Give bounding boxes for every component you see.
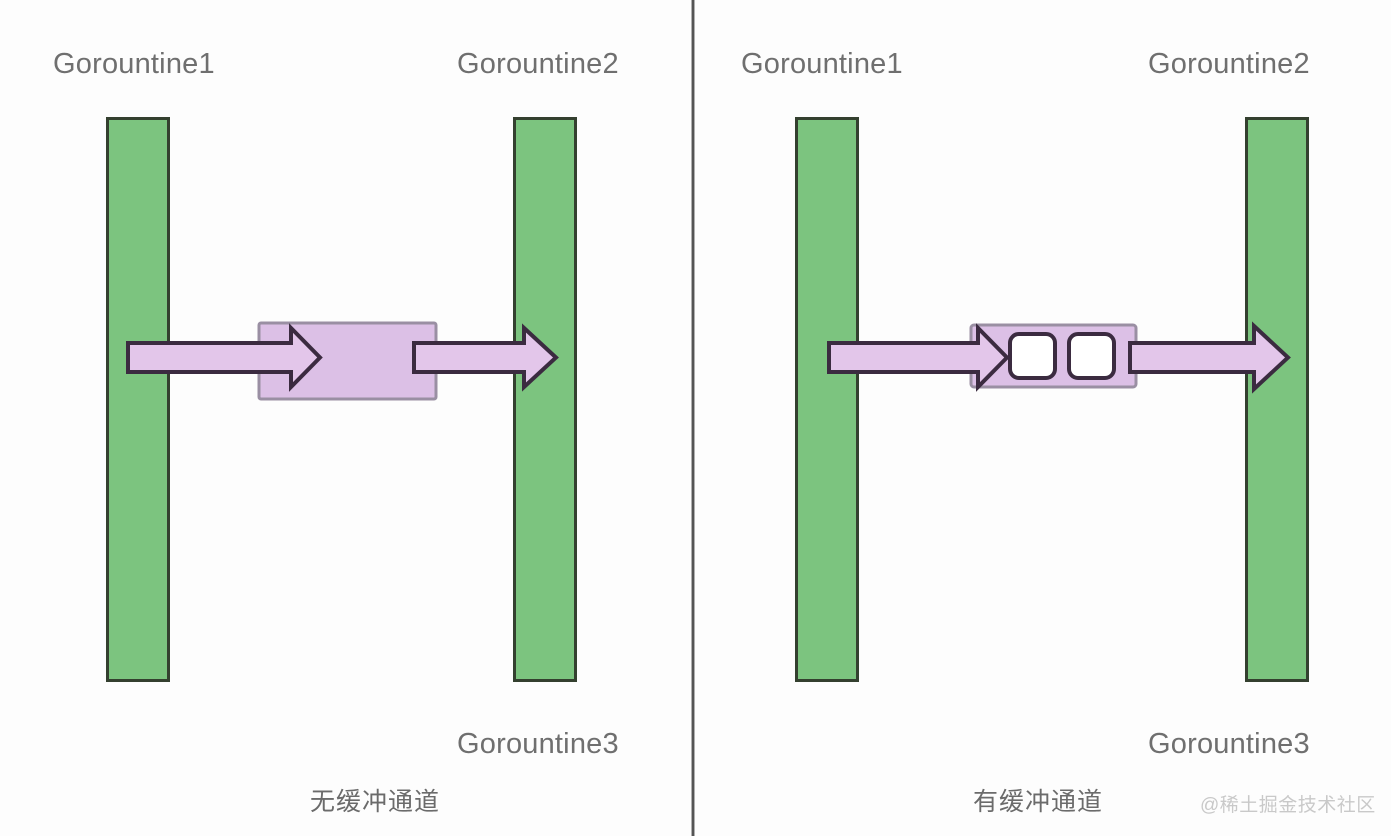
panel-buffered-channel: Gorountine1 Gorountine2 Gorountine3 有缓冲通… (696, 0, 1391, 836)
label-gorountine2-left: Gorountine2 (457, 48, 619, 80)
goroutine-bar-sender-left (106, 117, 170, 682)
label-gorountine3-left: Gorountine3 (457, 728, 619, 760)
caption-unbuffered: 无缓冲通道 (310, 788, 441, 816)
goroutine-bar-receiver-right (1245, 117, 1309, 682)
panel-divider (691, 0, 695, 836)
label-gorountine1-left: Gorountine1 (53, 48, 215, 80)
buffer-slot-2 (1067, 332, 1116, 380)
goroutine-bar-receiver-left (513, 117, 577, 682)
channel-box-unbuffered (257, 321, 438, 401)
label-gorountine3-right: Gorountine3 (1148, 728, 1310, 760)
watermark-text: @稀土掘金技术社区 (1200, 795, 1376, 816)
buffer-slot-1 (1008, 332, 1057, 380)
label-gorountine2-right: Gorountine2 (1148, 48, 1310, 80)
channel-box-buffered (969, 323, 1138, 389)
label-gorountine1-right: Gorountine1 (741, 48, 903, 80)
caption-buffered: 有缓冲通道 (973, 788, 1104, 816)
flow-graphics-left (126, 321, 559, 401)
goroutine-bar-sender-right (795, 117, 859, 682)
panel-unbuffered-channel: Gorountine1 Gorountine2 Gorountine3 无缓冲通… (0, 0, 693, 836)
